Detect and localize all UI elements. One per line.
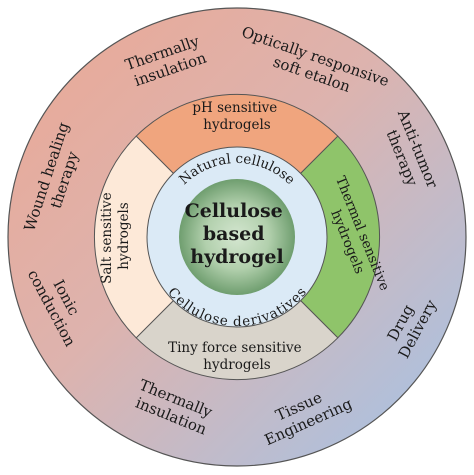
center-title-line-2: based [203, 223, 265, 245]
center-circle [179, 179, 295, 295]
mid-label-ph: pH sensitive hydrogels [192, 100, 281, 133]
center-title-line-3: hydrogel [190, 246, 283, 268]
center-title: Cellulose based hydrogel [185, 200, 290, 268]
mid-label-tiny-force: Tiny force sensitive hydrogels [168, 340, 306, 373]
center-title-line-1: Cellulose [185, 200, 283, 222]
mid-label-salt: Salt sensitive hydrogels [99, 188, 132, 284]
